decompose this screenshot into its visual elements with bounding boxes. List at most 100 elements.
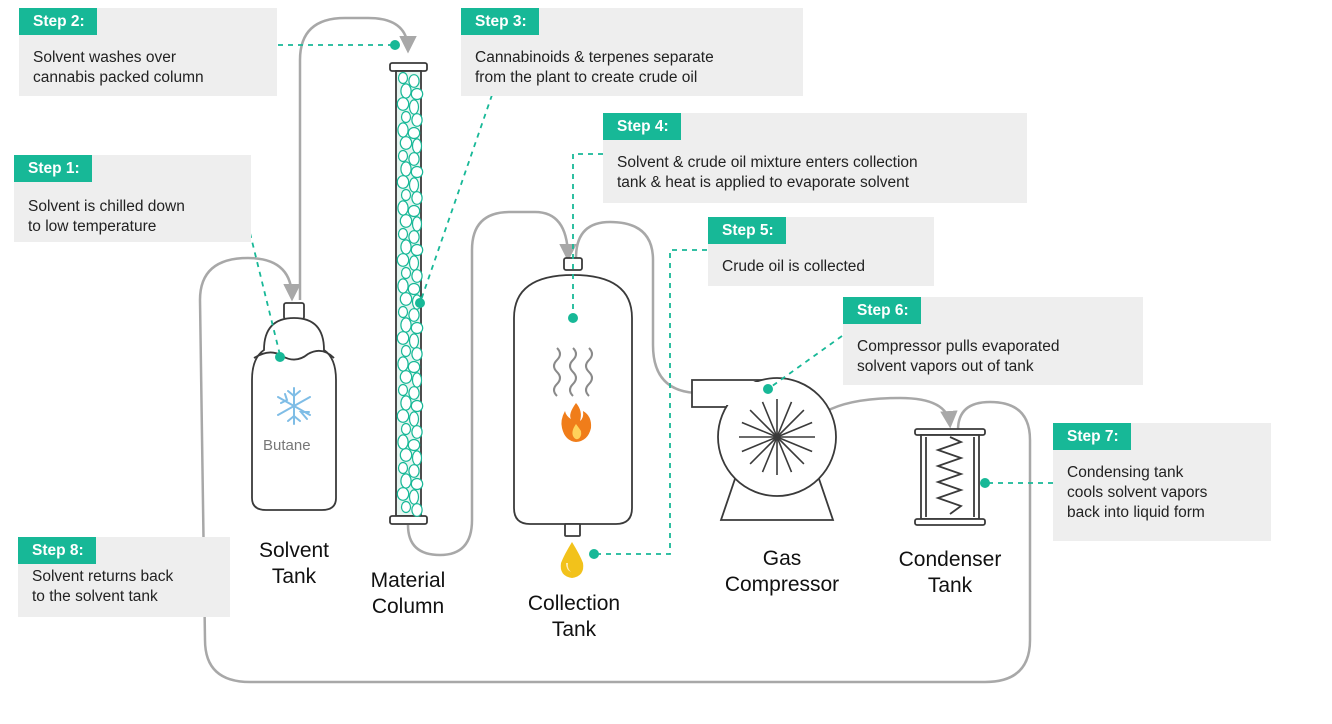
column-pebble <box>400 161 412 177</box>
column-pebble <box>411 191 423 205</box>
column-pebble <box>408 308 420 322</box>
step-8-tag: Step 8: <box>18 537 96 564</box>
condenser-coil <box>935 436 964 515</box>
collection-tank <box>513 257 633 537</box>
condenser-tank <box>914 428 986 526</box>
column-pebble <box>408 411 420 427</box>
fan-blade <box>761 436 778 473</box>
collection-tank-body <box>513 274 633 525</box>
oil-drop-icon <box>560 542 584 578</box>
step-7-tag: Step 7: <box>1053 423 1131 450</box>
column-pebble <box>408 464 420 478</box>
column-pebble <box>397 305 409 319</box>
column-pebble <box>411 372 423 388</box>
column-pebble <box>400 317 412 333</box>
step-2-tag: Step 2: <box>19 8 97 35</box>
condenser-bottom-cap <box>914 518 986 526</box>
column-pebble <box>410 87 424 101</box>
step-6-callout: Step 6: Compressor pulls evaporated solv… <box>843 297 1143 385</box>
column-pebble <box>407 204 421 218</box>
fan-blade <box>761 401 778 438</box>
flame-icon <box>561 403 592 442</box>
step-6-text: Compressor pulls evaporated solvent vapo… <box>857 338 1060 375</box>
column-pebble <box>411 503 423 517</box>
snowflake-icon <box>277 387 311 425</box>
pipe-solvent-tank-to-column <box>298 16 417 300</box>
pipes <box>198 16 1032 684</box>
connector-step-1 <box>249 232 281 356</box>
column-pebble <box>396 409 410 423</box>
pipe-compressor-to-condenser <box>824 396 958 429</box>
compressor-fan <box>739 399 815 475</box>
fan-blade <box>776 436 805 465</box>
collection-tank-label: Collection Tank <box>527 592 621 641</box>
column-pebble <box>410 321 424 335</box>
column-pebble <box>407 282 421 296</box>
column-top-cap <box>389 62 428 72</box>
pipe-return-loop <box>198 256 1032 684</box>
fan-blade <box>776 436 793 473</box>
column-pebble <box>411 138 423 154</box>
step-4-callout: Step 4: Solvent & crude oil mixture ente… <box>603 113 1027 203</box>
column-pebble <box>408 74 420 88</box>
column-pebble <box>407 360 421 374</box>
column-pebble <box>397 149 409 163</box>
column-pebble <box>397 383 409 397</box>
column-pebble <box>410 165 424 179</box>
column-pebble <box>411 450 423 466</box>
column-pebble <box>411 269 423 283</box>
condenser-tank-label: Condenser Tank <box>898 548 1002 597</box>
connector-step-4 <box>572 153 603 318</box>
heat-waves-icon <box>553 347 593 397</box>
column-pebble <box>397 122 409 138</box>
fan-blade <box>776 421 813 438</box>
column-bottom-cap <box>389 515 428 525</box>
column-pebble <box>408 152 420 166</box>
column-pebble <box>411 425 423 439</box>
column-pebble <box>400 473 412 489</box>
column-pebble <box>400 344 412 358</box>
step-2-text: Solvent washes over cannabis packed colu… <box>33 49 204 86</box>
column-pebble <box>397 434 409 450</box>
column-pebble <box>399 214 413 228</box>
step-2-callout: Step 2: Solvent washes over cannabis pac… <box>19 8 277 96</box>
collection-tank-bottom-valve <box>564 523 581 537</box>
column-pebble <box>408 99 420 115</box>
pipe-collection-tank-to-compressor <box>574 220 736 402</box>
column-pebble <box>408 333 420 349</box>
column-pebble <box>408 255 420 271</box>
fan-blade <box>776 401 793 438</box>
column-pebble <box>400 500 412 514</box>
fan-blade <box>776 436 813 453</box>
solvent-tank-neck <box>283 302 305 320</box>
step-3-text: Cannabinoids & terpenes separate from th… <box>475 49 714 86</box>
step-7-text: Condensing tank cools solvent vapors bac… <box>1067 464 1208 521</box>
column-pebble <box>408 489 420 505</box>
column-pebble <box>400 395 412 411</box>
step-5-tag: Step 5: <box>708 217 786 244</box>
column-pebble <box>399 370 413 384</box>
column-pebble <box>411 347 423 361</box>
step-4-text: Solvent & crude oil mixture enters colle… <box>617 154 918 191</box>
step-5-callout: Step 5: Crude oil is collected <box>708 217 934 286</box>
solvent-tank-liquid-surface <box>253 349 335 361</box>
column-pebble <box>411 216 423 232</box>
solvent-tank-label: Solvent Tank <box>258 539 330 588</box>
column-pebble <box>397 71 409 85</box>
step-1-callout: Step 1: Solvent is chilled down to low t… <box>14 155 251 242</box>
step-1-text: Solvent is chilled down to low temperatu… <box>28 198 185 235</box>
column-pebble <box>407 126 421 140</box>
step-6-tag: Step 6: <box>843 297 921 324</box>
compressor-inlet-cover <box>694 382 760 405</box>
column-pebble <box>400 110 412 124</box>
column-pebble <box>410 243 424 257</box>
column-pebble <box>400 239 412 255</box>
butane-label: Butane <box>263 437 311 454</box>
fan-blade <box>741 421 778 438</box>
connector-step-3 <box>419 94 493 304</box>
column-pebble <box>411 113 423 127</box>
column-pebble <box>407 438 421 452</box>
column-pebble <box>397 278 409 294</box>
column-pebble <box>397 200 409 216</box>
step-4-tag: Step 4: <box>603 113 681 140</box>
